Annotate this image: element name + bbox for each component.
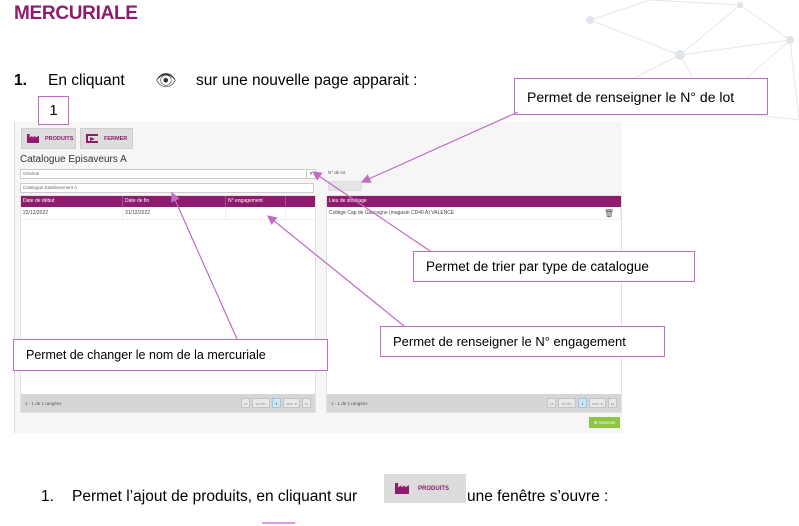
engagement-cell[interactable] [226, 207, 286, 219]
lot-input[interactable] [328, 181, 362, 191]
table-row[interactable]: 22/12/2022 31/12/2022 [21, 207, 315, 220]
step-text-after: sur une nouvelle page apparait : [196, 72, 418, 89]
lot-label: N° de lot [328, 170, 346, 175]
table-row[interactable]: Collège Cap de Gascogne (magasin CD40 A)… [327, 207, 621, 220]
callout-engagement: Permet de renseigner le N° engagement [380, 326, 665, 357]
prev-page-button[interactable]: ◂ prév. [252, 398, 270, 408]
column-header: Date de fin [123, 196, 226, 207]
pager: |◂ ◂ prév. 1 suiv. ▸ ▸| [547, 398, 617, 408]
dates-panel: Date de début Date de fin N° engagement … [20, 195, 316, 413]
exit-icon [86, 134, 98, 143]
catalogue-title: Catalogue Episaveurs A [20, 154, 127, 165]
fermer-button[interactable]: FERMER [80, 128, 133, 149]
callout-lot: Permet de renseigner le N° de lot [514, 78, 768, 115]
document-title: MERCURIALE [14, 3, 138, 24]
column-header: N° engagement [226, 196, 286, 207]
dates-table-header: Date de début Date de fin N° engagement [21, 196, 315, 207]
prev-page-button[interactable]: ◂ prév. [558, 398, 576, 408]
table-cell: 22/12/2022 [21, 207, 123, 219]
last-page-button[interactable]: ▸| [301, 398, 311, 408]
table-cell: Collège Cap de Gascogne (magasin CD40 A)… [329, 210, 455, 216]
factory-icon [395, 483, 409, 494]
next-page-button[interactable]: suiv. ▸ [588, 398, 606, 408]
first-page-button[interactable]: |◂ [547, 398, 557, 408]
step-text-before: Permet l’ajout de produits, en cliquant … [72, 488, 358, 505]
callout-trier: Permet de trier par type de catalogue [413, 251, 695, 282]
row-count: 1 - 1 de 1 rangées [331, 400, 368, 406]
callout-number-1: 1 [38, 96, 69, 125]
storage-table-header: Lieu de stockage [327, 196, 621, 207]
eye-icon: 👁 [155, 71, 177, 90]
produits-button-inline: PRODUITS [384, 474, 466, 503]
mercuriale-name-input[interactable]: Catalogue Etablissement A [20, 183, 314, 193]
factory-icon [27, 134, 39, 143]
next-page-button[interactable]: suiv. ▸ [282, 398, 300, 408]
fermer-label: FERMER [104, 135, 128, 142]
pink-underline [262, 522, 295, 524]
produits-label: PRODUITS [418, 485, 450, 492]
pager: |◂ ◂ prév. 1 suiv. ▸ ▸| [241, 398, 311, 408]
last-page-button[interactable]: ▸| [607, 398, 617, 408]
produits-button[interactable]: PRODUITS [21, 128, 76, 149]
step-number: 1. [41, 488, 54, 505]
trash-icon[interactable]: 🗑 [602, 207, 621, 219]
step-text-after: une fenêtre s’ouvre : [467, 488, 609, 505]
name-value: Catalogue Etablissement A [23, 185, 78, 190]
produits-label: PRODUITS [45, 135, 74, 142]
step-text-before: En cliquant [48, 72, 125, 89]
page-number-button[interactable]: 1 [271, 398, 281, 408]
column-header: Date de début [21, 196, 123, 207]
step-number: 1. [14, 72, 27, 89]
table-footer: 1 - 1 de 1 rangées |◂ ◂ prév. 1 suiv. ▸ … [21, 394, 315, 412]
catalogue-type-select[interactable]: Général ▾ [20, 169, 316, 179]
chevron-down-icon[interactable]: ▾ [306, 170, 315, 178]
row-count: 1 - 1 de 1 rangées [25, 400, 62, 406]
first-page-button[interactable]: |◂ [241, 398, 251, 408]
table-cell: 31/12/2022 [123, 207, 226, 219]
select-value: Général [23, 171, 40, 176]
storage-panel: Lieu de stockage Collège Cap de Gascogne… [326, 195, 622, 413]
associer-button[interactable]: ⊕ Associer [589, 417, 620, 428]
page-number-button[interactable]: 1 [577, 398, 587, 408]
table-footer: 1 - 1 de 1 rangées |◂ ◂ prév. 1 suiv. ▸ … [327, 394, 621, 412]
column-header: Lieu de stockage [329, 198, 367, 204]
callout-nom: Permet de changer le nom de la mercurial… [13, 339, 328, 371]
